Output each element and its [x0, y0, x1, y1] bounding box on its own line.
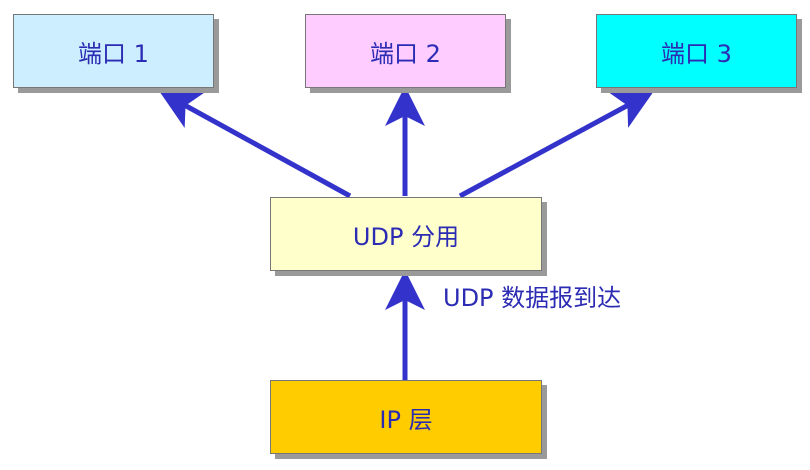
arrow-to-port3 — [458, 91, 654, 199]
port-1-box: 端口 1 — [13, 14, 214, 88]
port-2-box: 端口 2 — [305, 14, 506, 88]
udp-demux-label: UDP 分用 — [352, 222, 460, 251]
port-3-label: 端口 3 — [661, 39, 732, 68]
udp-demux-box: UDP 分用 — [270, 197, 542, 271]
arrow-to-port1 — [159, 91, 352, 199]
ip-layer-label: IP 层 — [379, 405, 433, 434]
udp-arrival-label: UDP 数据报到达 — [443, 284, 622, 312]
port-3-box: 端口 3 — [596, 14, 797, 88]
port-1-label: 端口 1 — [78, 39, 149, 68]
ip-layer-box: IP 层 — [270, 380, 542, 454]
port-2-label: 端口 2 — [370, 39, 441, 68]
